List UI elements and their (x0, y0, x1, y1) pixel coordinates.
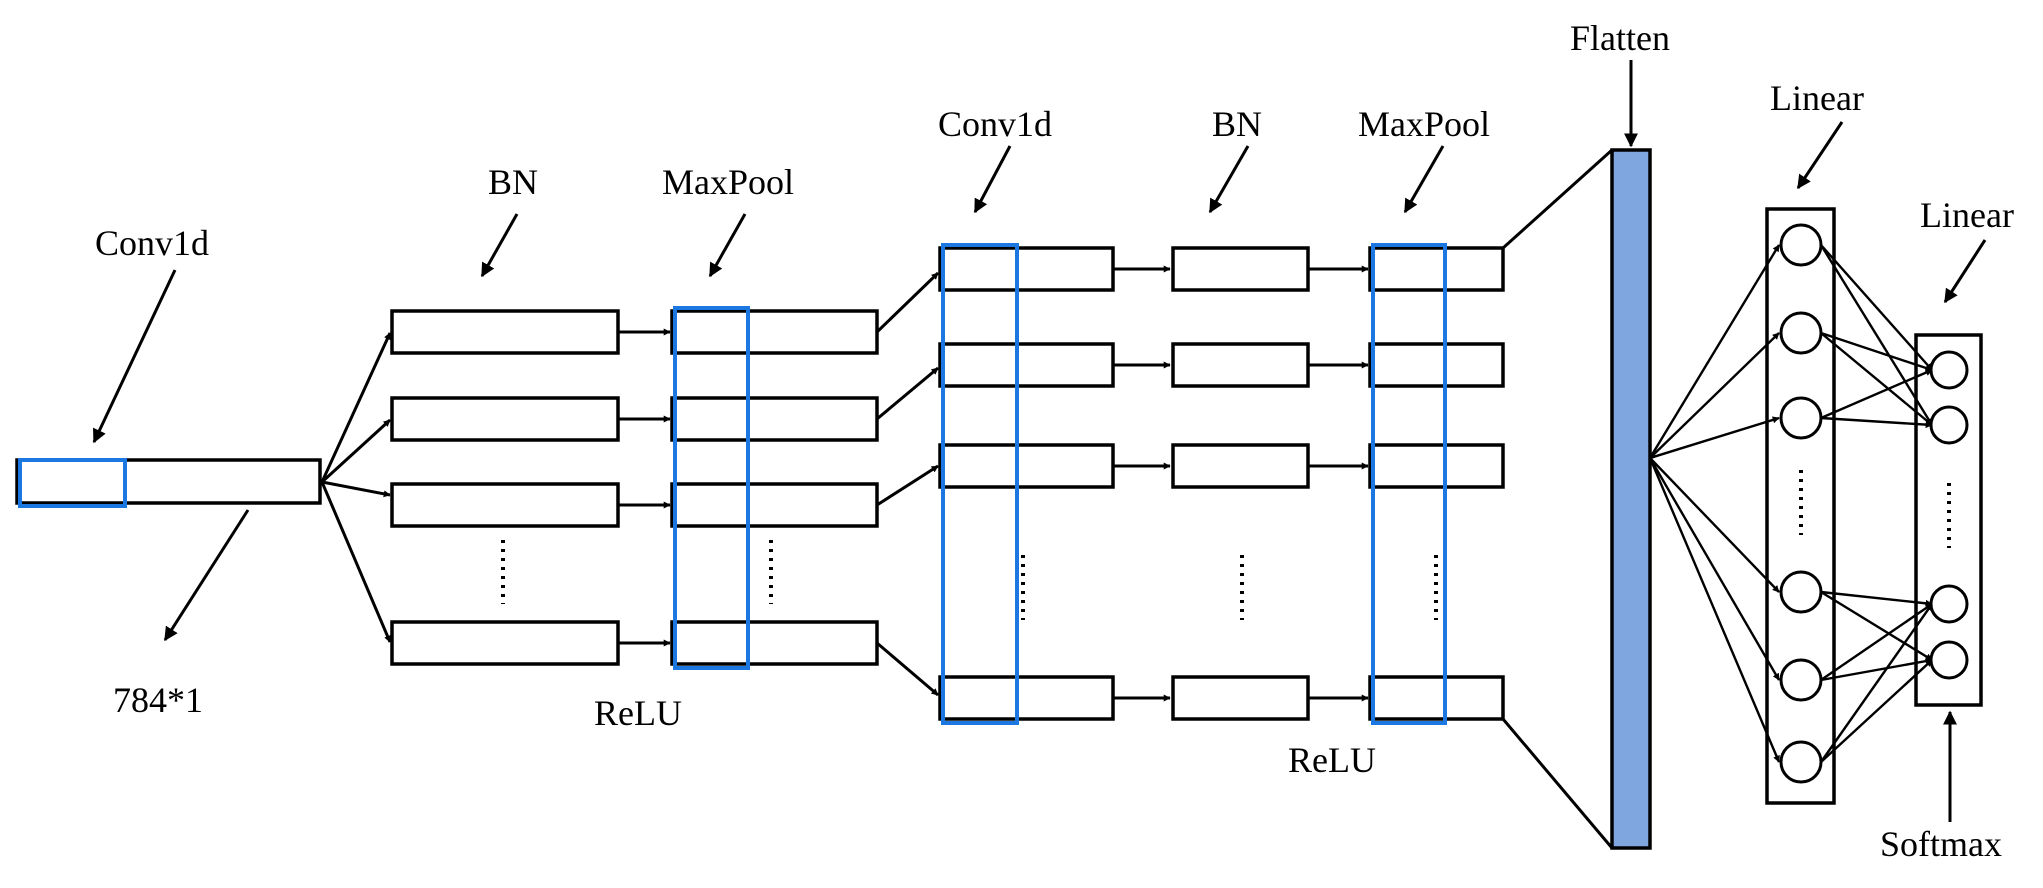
softmax-label: Softmax (1880, 824, 2002, 864)
stage2-bn-row (1171, 675, 1310, 721)
fc2-neuron (1929, 405, 1969, 445)
input-stage: Conv1d 784*1 (15, 223, 322, 720)
fc1-neuron (1779, 223, 1823, 267)
stage2-pool-row (1368, 246, 1505, 292)
relu2-label: ReLU (1288, 740, 1376, 780)
linear2-pointer-arrow (1943, 239, 1987, 304)
stage2-pool-row (1368, 675, 1505, 721)
fc-layer2-neurons (1929, 350, 1969, 680)
fc1-neuron (1779, 570, 1823, 614)
stage1-bn-to-pool-arrows (618, 328, 671, 647)
fc1-neuron (1779, 396, 1823, 440)
stage2-bn-row (1171, 246, 1310, 292)
stage2-pool-row (1368, 443, 1505, 489)
maxpool2-pointer-arrow (1403, 145, 1445, 214)
conv2-label: Conv1d (938, 104, 1052, 144)
stage2-bn-to-pool-arrows (1308, 265, 1369, 702)
fc2-neuron (1929, 350, 1969, 390)
fc1-to-fc2-arrows (1819, 244, 1934, 763)
bn1-pointer-arrow (480, 213, 519, 278)
stage1-bn-row (390, 482, 620, 528)
input-conv-pointer-arrow (92, 269, 177, 444)
linear2-label: Linear (1920, 195, 2014, 235)
input-conv-kernel-highlight (18, 458, 127, 508)
stage1-bn-row (390, 309, 620, 355)
fc-layer1-neurons (1779, 223, 1823, 784)
input-fanout-arrows (320, 332, 392, 643)
flatten-stage: Flatten (1501, 18, 1670, 850)
flatten-projection-bottom (1501, 718, 1614, 849)
stage1-pool-row (670, 620, 879, 666)
flatten-to-fc1-arrows (1648, 244, 1781, 763)
maxpool1-label: MaxPool (662, 162, 794, 202)
stage2-conv-row (938, 675, 1115, 721)
fc2-neuron (1929, 584, 1969, 624)
maxpool2-label: MaxPool (1358, 104, 1490, 144)
stage1-bn-row (390, 396, 620, 442)
fc2-neuron (1929, 640, 1969, 680)
input-size-label: 784*1 (113, 680, 203, 720)
stage2-bn-row (1171, 443, 1310, 489)
linear1-label: Linear (1770, 78, 1864, 118)
stage2-pool-row (1368, 342, 1505, 388)
stage2-conv-to-bn-arrows (1113, 265, 1171, 702)
stage1-pool-row (670, 482, 879, 528)
stage2-conv-row (938, 443, 1115, 489)
stage2-conv-row (938, 342, 1115, 388)
stage2-conv-column (938, 243, 1115, 725)
stage2-bn-row (1171, 342, 1310, 388)
input-size-pointer-arrow (163, 509, 250, 642)
stage2-bn-column (1171, 246, 1310, 721)
fc-layer1: Linear (1765, 78, 1864, 805)
stage2-conv-kernel-highlight (941, 243, 1019, 725)
stage1-maxpool-window-highlight (673, 306, 750, 670)
fc1-neuron (1779, 311, 1823, 355)
stage1-pool-row (670, 396, 879, 442)
input-conv-label: Conv1d (95, 223, 209, 263)
stage1-bn-column (390, 309, 620, 666)
stage2-maxpool-column (1368, 243, 1505, 725)
stage1-pool-row (670, 309, 879, 355)
input-vector-box (15, 458, 322, 505)
linear1-pointer-arrow (1796, 121, 1844, 190)
fc-layer2: Linear Softmax (1880, 195, 2014, 864)
stage1-maxpool-column (670, 306, 879, 670)
stage2-maxpool-window-highlight (1371, 243, 1447, 725)
flatten-projection-top (1501, 148, 1614, 250)
fc-layer1-frame (1765, 207, 1836, 805)
stage1-bn-row (390, 620, 620, 666)
conv2-pointer-arrow (973, 145, 1012, 214)
flatten-vector-bar (1610, 148, 1652, 850)
flatten-label: Flatten (1570, 18, 1670, 58)
stage1-to-stage2-arrows (875, 271, 940, 697)
maxpool1-pointer-arrow (708, 213, 747, 278)
bn2-label: BN (1212, 104, 1262, 144)
bn2-pointer-arrow (1208, 145, 1250, 214)
fc1-neuron (1779, 658, 1823, 702)
relu1-label: ReLU (594, 693, 682, 733)
bn1-label: BN (488, 162, 538, 202)
stage2-conv-row (938, 246, 1115, 292)
fc1-neuron (1779, 740, 1823, 784)
